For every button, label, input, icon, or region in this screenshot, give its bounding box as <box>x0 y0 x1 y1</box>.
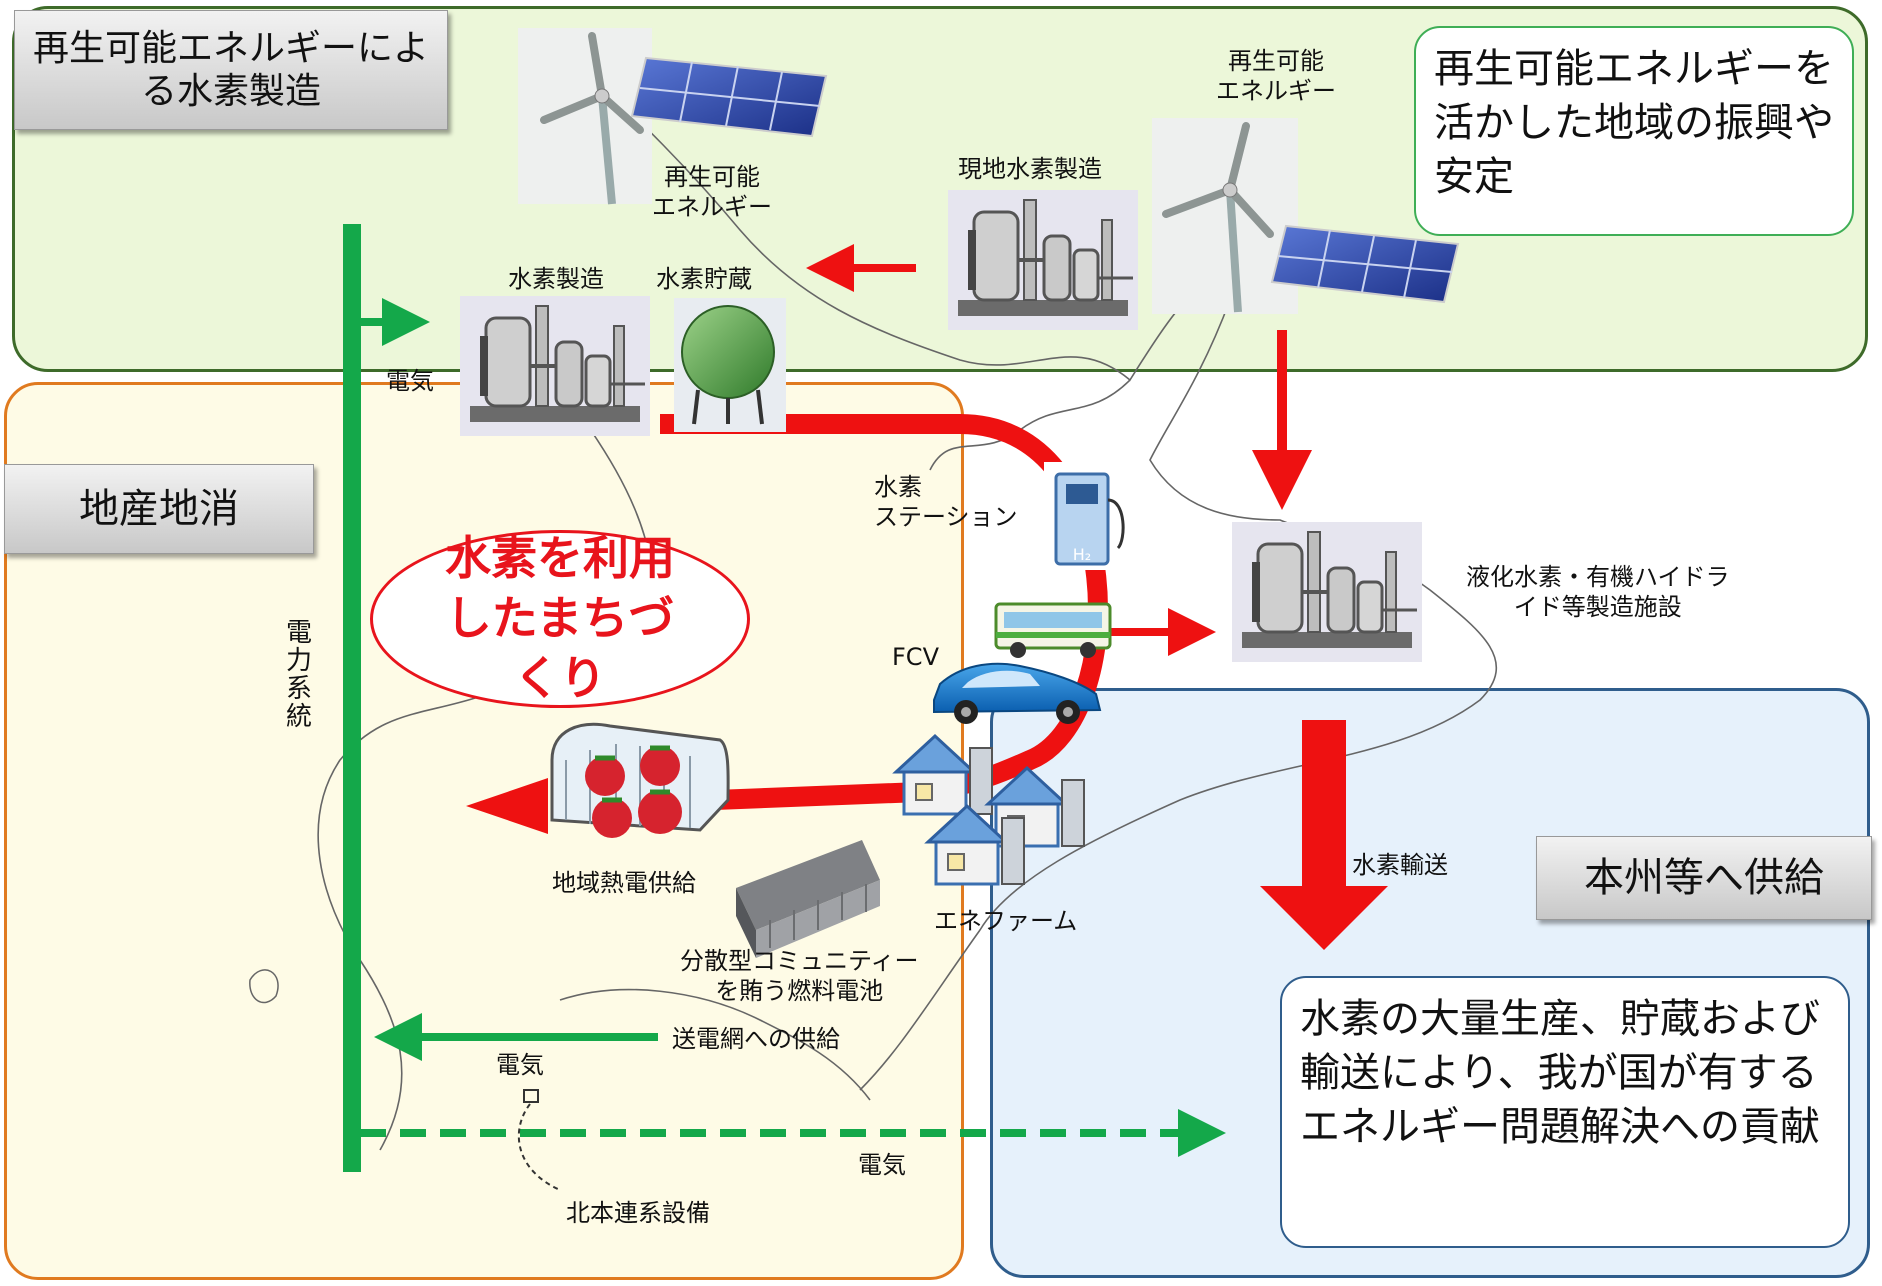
label-renewable-left: 再生可能 エネルギー <box>652 163 772 221</box>
solar-panel-icon-right <box>1270 224 1460 304</box>
tab-local-consumption: 地産地消 <box>4 464 314 554</box>
callout-hydrogen-town: 水素を利用したまちづくり <box>370 530 750 708</box>
label-grid-supply: 送電網への供給 <box>672 1025 840 1053</box>
label-electricity-bottom: 電気 <box>858 1151 906 1179</box>
callout-renewable-benefits: 再生可能エネルギーを活かした地域の振興や安定 <box>1414 26 1854 236</box>
solar-panel-icon-left <box>630 56 828 138</box>
label-interconnect: 北本連系設備 <box>566 1199 710 1227</box>
house-icon-1 <box>894 734 994 816</box>
map-island <box>249 969 279 1004</box>
h2-station-icon: H₂ <box>1044 462 1134 570</box>
label-electricity-top: 電気 <box>386 367 434 395</box>
label-power-grid: 電力系統 <box>281 618 312 730</box>
bus-icon <box>994 602 1112 658</box>
fuel-cell-icon <box>736 840 880 958</box>
label-distributed-fuel-cell: 分散型コミュニティー を賄う燃料電池 <box>680 947 919 1005</box>
label-fcv: FCV <box>892 643 939 671</box>
callout-hydrogen-town-text: 水素を利用したまちづくり <box>445 531 675 705</box>
wind-turbine-icon-left <box>518 28 652 205</box>
plant-icon-liquefaction <box>1230 520 1424 664</box>
label-h2-station: 水素 ステーション <box>874 473 1018 531</box>
plant-icon-onsite <box>946 188 1140 332</box>
car-icon <box>933 662 1102 724</box>
house-icon-3 <box>926 804 1026 886</box>
label-enefarm: エネファーム <box>934 907 1078 935</box>
label-h2-production: 水素製造 <box>508 265 604 293</box>
label-renewable-right: 再生可能 エネルギー <box>1216 47 1336 105</box>
interconnect-leader <box>517 1103 561 1191</box>
label-liquefaction-facility: 液化水素・有機ハイドラ イド等製造施設 <box>1466 563 1730 621</box>
tab-renewable-production: 再生可能エネルギーによる水素製造 <box>14 10 448 130</box>
label-h2-storage: 水素貯蔵 <box>656 265 752 293</box>
label-district-heat: 地域熱電供給 <box>552 869 696 897</box>
callout-national-contribution: 水素の大量生産、貯蔵および輸送により、我が国が有するエネルギー問題解決への貢献 <box>1280 976 1850 1248</box>
plant-icon-production <box>458 294 652 438</box>
gas-tank-icon <box>674 298 786 432</box>
arrow-h2-transport <box>1260 720 1388 950</box>
label-electricity-mid: 電気 <box>496 1051 544 1079</box>
arrow-district-heat <box>466 778 548 834</box>
svg-text:H₂: H₂ <box>1073 545 1091 564</box>
greenhouse-icon <box>550 722 730 838</box>
interconnect-marker <box>523 1089 539 1103</box>
label-onsite-production: 現地水素製造 <box>958 155 1102 183</box>
label-h2-transport: 水素輸送 <box>1352 851 1448 879</box>
wind-turbine-icon-right <box>1152 118 1298 314</box>
tab-supply-honshu: 本州等へ供給 <box>1536 836 1872 920</box>
